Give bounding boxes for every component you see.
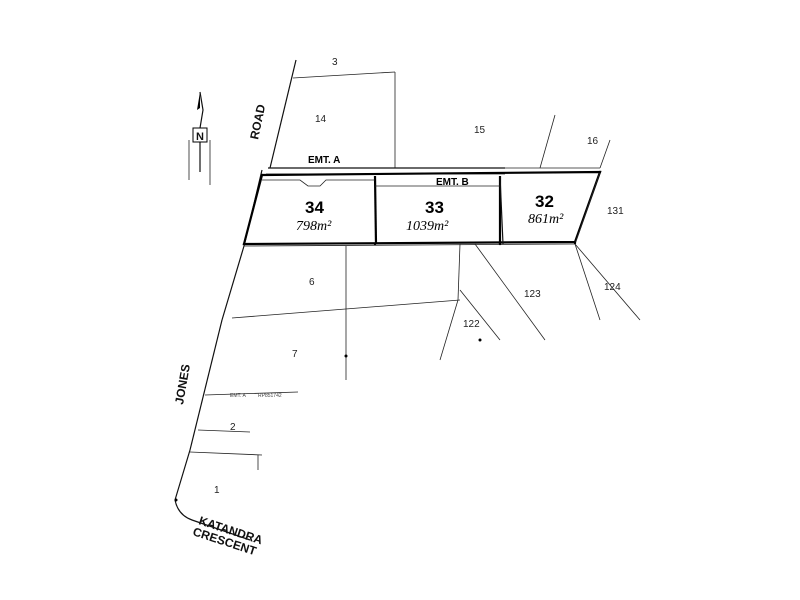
lot-122: 122 xyxy=(463,319,480,330)
lot-7: 7 xyxy=(292,349,298,360)
lower-lot-lines xyxy=(189,171,641,470)
north-arrow-icon: N xyxy=(188,91,211,185)
lot-33-number: 33 xyxy=(425,198,444,217)
easement-a-note: EMT. A xyxy=(230,393,247,399)
lot-14: 14 xyxy=(315,114,327,125)
survey-marks xyxy=(174,170,602,502)
lot-33-area: 1039m² xyxy=(406,219,449,234)
road-name-jones: JONES xyxy=(172,363,193,406)
lot-2: 2 xyxy=(230,422,236,433)
north-label: N xyxy=(196,131,204,143)
easement-b-label: EMT. B xyxy=(436,177,469,188)
lot-131: 131 xyxy=(607,206,624,217)
lot-3: 3 xyxy=(332,57,338,68)
lot-6: 6 xyxy=(309,277,315,288)
lot-34-number: 34 xyxy=(305,198,324,217)
lot-32-number: 32 xyxy=(535,192,554,211)
lot-16: 16 xyxy=(587,136,599,147)
easement-a-note-ref: RP851742 xyxy=(258,393,282,399)
lot-1: 1 xyxy=(214,485,220,496)
lot-15: 15 xyxy=(474,125,486,136)
lot-34-area: 798m² xyxy=(296,219,332,234)
easement-a-label: EMT. A xyxy=(308,155,340,166)
lot-32-area: 861m² xyxy=(528,212,564,227)
lot-123: 123 xyxy=(524,289,541,300)
road-name-road: ROAD xyxy=(247,103,268,141)
lot-124: 124 xyxy=(604,282,621,293)
